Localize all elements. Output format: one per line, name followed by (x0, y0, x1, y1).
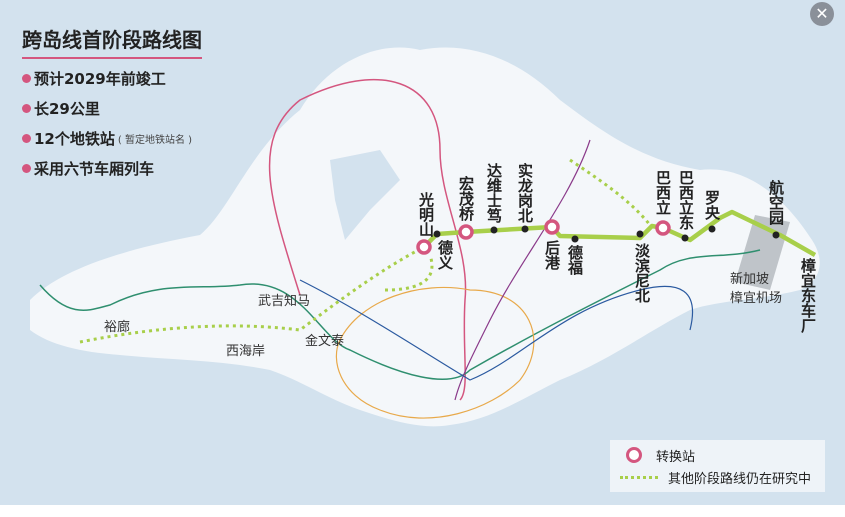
interchange-station-s6 (544, 219, 560, 235)
station-label-s10: 巴西立东 (677, 170, 695, 230)
legend-text: 转换站 (656, 449, 696, 465)
station-label-s3: 宏茂桥 (457, 176, 475, 221)
station-label-s11: 罗央 (703, 190, 721, 220)
interchange-station-s1 (416, 239, 432, 255)
station-label-s4: 达维士笃 (485, 163, 503, 223)
fact-item: 12个地铁站( 暂定地铁站名 ) (22, 128, 202, 149)
dotted-line-icon (620, 475, 658, 479)
reservoir (330, 150, 400, 240)
dtl-blue (299, 279, 694, 381)
station-dot-s12 (772, 231, 780, 239)
station-label-depot: 樟宜东车厂 (799, 258, 817, 333)
station-dot-s2 (433, 230, 441, 238)
area-label-jurong: 裕廊 (104, 320, 131, 335)
legend: 转换站 其他阶段路线仍在研究中 (610, 440, 825, 492)
airport-label-line2: 樟宜机场 (730, 291, 783, 306)
station-dot-s11 (708, 225, 716, 233)
singapore-island (30, 47, 820, 427)
area-label-bukit-timah: 武吉知马 (258, 294, 311, 309)
legend-item-future: 其他阶段路线仍在研究中 (620, 466, 825, 488)
legend-text: 其他阶段路线仍在研究中 (668, 471, 812, 487)
future-line-north (569, 158, 652, 226)
ewl-green (39, 249, 761, 381)
bullet-icon (22, 164, 31, 173)
station-label-s9: 巴西立 (654, 170, 672, 215)
station-label-s7: 德福 (566, 245, 584, 275)
area-label-clementi: 金文泰 (305, 334, 345, 349)
bullet-icon (22, 74, 31, 83)
fact-text: 预计2029年前竣工 (34, 70, 166, 88)
legend-item-interchange: 转换站 (620, 444, 825, 466)
bottom-strip (0, 505, 845, 517)
map-title: 跨岛线首阶段路线图 (22, 24, 202, 59)
station-dot-s7 (571, 235, 579, 243)
station-dot-s8 (636, 230, 644, 238)
fact-text: 12个地铁站 (34, 130, 115, 148)
station-label-s6: 后港 (543, 240, 561, 270)
station-dot-s5 (521, 225, 529, 233)
station-label-s5: 实龙岗北 (516, 163, 534, 223)
station-label-s2: 德义 (436, 240, 454, 270)
station-dot-s10 (681, 234, 689, 242)
area-label-airport: 新加坡 樟宜机场 (730, 268, 782, 306)
station-dot-s4 (490, 226, 498, 234)
station-label-s12: 航空园 (767, 180, 785, 225)
fact-note: ( 暂定地铁站名 ) (117, 135, 193, 146)
close-icon[interactable]: ✕ (810, 2, 834, 26)
future-line-west (79, 245, 434, 344)
station-label-s8: 淡滨尼北 (633, 243, 651, 303)
fact-item: 长29公里 (22, 98, 202, 119)
circle-line (335, 286, 535, 419)
station-label-s1: 光明山 (417, 192, 435, 237)
fact-item: 采用六节车厢列车 (22, 158, 202, 179)
area-label-west-coast: 西海岸 (226, 344, 266, 359)
bullet-icon (22, 134, 31, 143)
bullet-icon (22, 104, 31, 113)
fact-text: 采用六节车厢列车 (34, 160, 155, 178)
interchange-station-s9 (655, 220, 671, 236)
interchange-ring-icon (626, 447, 642, 463)
info-box: 跨岛线首阶段路线图 预计2029年前竣工 长29公里 12个地铁站( 暂定地铁站… (22, 24, 202, 179)
interchange-station-s3 (458, 224, 474, 240)
airport-label-line1: 新加坡 (730, 272, 770, 287)
fact-item: 预计2029年前竣工 (22, 68, 202, 89)
dtl-pink (268, 78, 467, 401)
fact-text: 长29公里 (34, 100, 100, 118)
